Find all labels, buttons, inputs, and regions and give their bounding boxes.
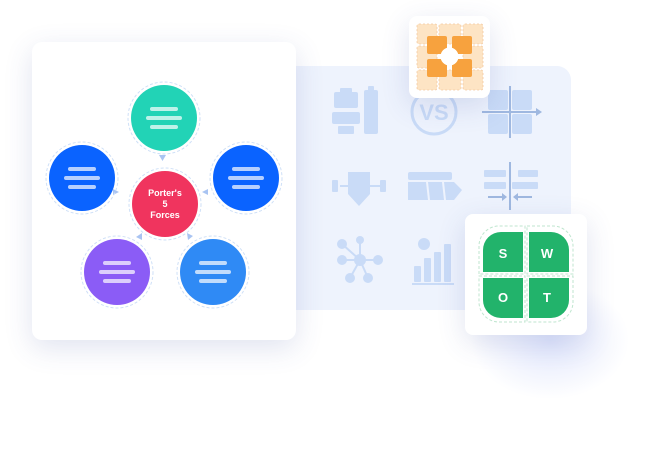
matrix-template-card[interactable]	[409, 16, 490, 98]
network-nodes-icon[interactable]	[328, 232, 392, 288]
swot-opportunities-petal	[483, 278, 523, 318]
center-label-line-1: Porter's	[148, 187, 182, 198]
swot-letter-t: T	[543, 289, 551, 305]
battery-compare-icon[interactable]	[328, 84, 392, 140]
porter-five-forces-card[interactable]: Porter's 5 Forces	[32, 42, 296, 340]
swot-weaknesses-petal	[529, 232, 569, 272]
center-label: Porter's 5 Forces	[132, 171, 198, 237]
force-node-center[interactable]	[132, 171, 198, 237]
center-label-line-2: 5	[162, 198, 168, 209]
swot-card[interactable]: S W O T	[465, 214, 587, 335]
swot-strengths-petal	[483, 232, 523, 272]
swot-letter-s: S	[498, 245, 508, 261]
porter-diagram	[45, 81, 283, 309]
fishbone-icon[interactable]	[478, 158, 542, 214]
chevron-process-icon[interactable]	[402, 158, 466, 214]
swot-clover	[478, 225, 574, 323]
matrix-grid-icon	[416, 23, 484, 91]
center-label-line-3: Forces	[150, 209, 180, 220]
vs-label: VS	[419, 100, 448, 125]
bar-growth-icon[interactable]	[402, 232, 466, 288]
flow-arrow-icon[interactable]	[328, 158, 392, 214]
swot-letter-w: W	[540, 245, 554, 261]
quadrant-axis-icon[interactable]	[478, 84, 542, 140]
swot-letter-o: O	[497, 289, 509, 305]
swot-threats-petal	[529, 278, 569, 318]
